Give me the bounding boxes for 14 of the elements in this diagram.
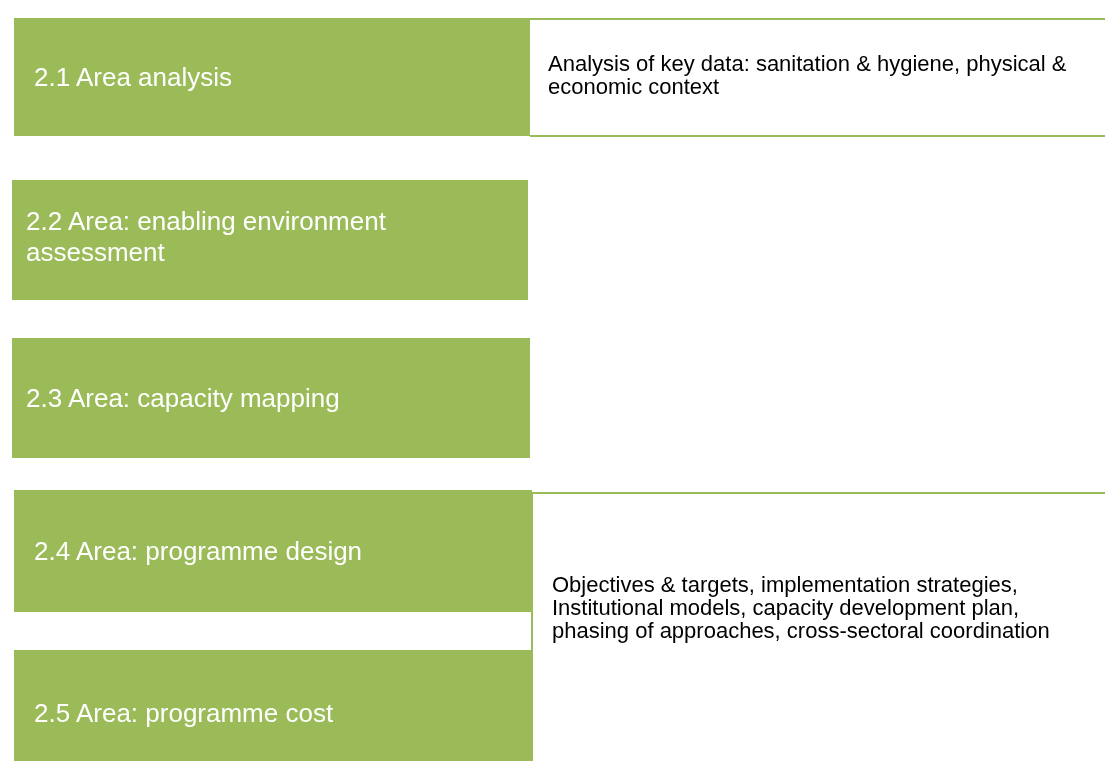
step-box [14, 490, 532, 612]
step-box [14, 650, 532, 761]
step-label: 2.3 Area: capacity mapping [26, 382, 340, 414]
step-label: 2.2 Area: enabling environment assessment [26, 206, 387, 268]
step-box [12, 338, 530, 458]
step-label: 2.5 Area: programme cost [34, 698, 334, 729]
step-box [12, 180, 528, 300]
step-label: 2.1 Area analysis [34, 61, 232, 93]
detail-box [531, 492, 1105, 761]
detail-text: Objectives & targets, implementation strategies, Institutional models, capacity development plan, phasing of approaches, cross-sectoral coordination [552, 573, 1051, 642]
detail-box [530, 18, 1105, 137]
detail-text: Analysis of key data: sanitation & hygiene, physical & economic context [548, 52, 1068, 98]
step-label: 2.4 Area: programme design [34, 535, 363, 567]
step-box [14, 18, 530, 136]
